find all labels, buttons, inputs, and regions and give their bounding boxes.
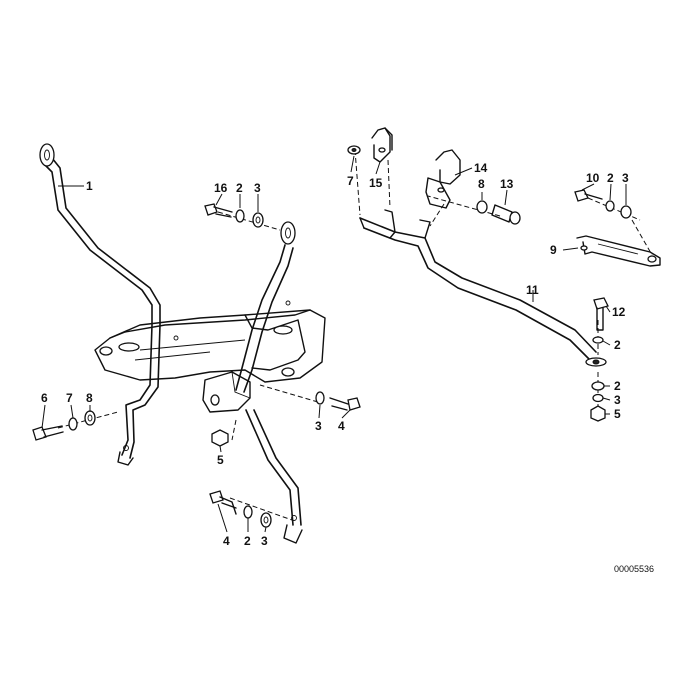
callout-16: 16: [214, 181, 228, 195]
callout-4: 4: [338, 419, 345, 433]
callout-5: 5: [217, 453, 224, 467]
callout-13: 13: [500, 177, 514, 191]
callout-7: 7: [347, 174, 354, 188]
drawing-number: 00005536: [614, 564, 654, 574]
bracket-plate: [94, 300, 326, 413]
rod-part-11: [359, 209, 607, 367]
callout-10: 10: [586, 171, 600, 185]
callout-2: 2: [236, 181, 243, 195]
middle-rod: [235, 221, 303, 544]
fastener-set-13: [476, 200, 521, 225]
callout-2: 2: [244, 534, 251, 548]
assembly-lines: [57, 149, 653, 521]
fastener-set-left: [32, 410, 96, 441]
callout-labels: 1 16 2 3 7 15 14 8 13 10 2 3 9 11 12 2 2…: [41, 161, 629, 548]
callout-11: 11: [526, 283, 539, 297]
callout-8: 8: [86, 391, 93, 405]
callout-3: 3: [254, 181, 261, 195]
bracket-part-9: [576, 235, 661, 267]
callout-15: 15: [369, 176, 383, 190]
callout-6: 6: [41, 391, 48, 405]
callout-4: 4: [223, 534, 230, 548]
clip-part-14: [425, 149, 461, 209]
callout-1: 1: [86, 179, 93, 193]
fastener-set-upper-middle: [204, 203, 264, 228]
callout-12: 12: [612, 305, 626, 319]
callout-14: 14: [474, 161, 488, 175]
fastener-set-10: [574, 189, 632, 219]
leader-lines: [41, 155, 627, 533]
callout-3: 3: [315, 419, 322, 433]
callout-7: 7: [66, 391, 73, 405]
callout-5: 5: [614, 407, 621, 421]
rod-part-1: [39, 143, 161, 466]
callout-3: 3: [261, 534, 268, 548]
callout-2: 2: [607, 171, 614, 185]
callout-3: 3: [622, 171, 629, 185]
fastener-set-4-lower: [209, 490, 272, 528]
callout-3: 3: [614, 393, 621, 407]
fastener-set-12: [590, 297, 609, 422]
fastener-set-4-right: [315, 391, 361, 411]
clip-part-15: [371, 127, 393, 163]
callout-8: 8: [478, 177, 485, 191]
callout-2: 2: [614, 338, 621, 352]
washer-part-7-top: [347, 145, 361, 155]
nut-part-5-center: [211, 429, 229, 447]
callout-2: 2: [614, 379, 621, 393]
callout-9: 9: [550, 243, 557, 257]
